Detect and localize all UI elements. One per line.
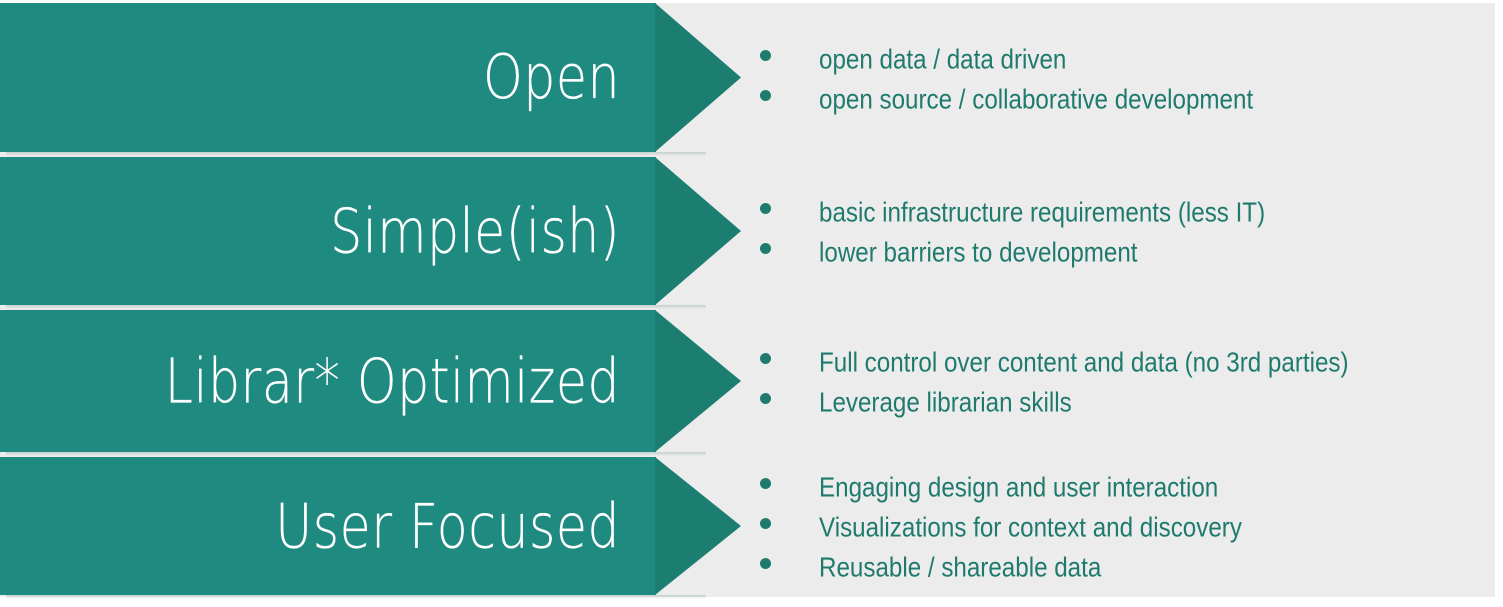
arrow-body xyxy=(0,3,656,152)
bullet-dot-icon xyxy=(760,353,771,364)
list-item: lower barriers to development xyxy=(760,232,1503,272)
list-item: Reusable / shareable data xyxy=(760,547,1503,587)
arrow-row: User Focused Engaging design and user int… xyxy=(0,457,1503,599)
bullet-text: Visualizations for context and discovery xyxy=(819,511,1242,543)
arrow-row: Open open data / data driven open source /… xyxy=(0,3,1503,156)
bullet-text: open data / data driven xyxy=(819,42,1067,75)
list-item: open source / collaborative development xyxy=(760,79,1503,119)
bullet-dot-icon xyxy=(760,478,771,489)
arrow-head-triangle-icon xyxy=(655,3,741,152)
bullet-dot-icon xyxy=(760,393,771,404)
list-item: Full control over content and data (no 3… xyxy=(760,342,1503,382)
list-item: Visualizations for context and discovery xyxy=(760,507,1503,547)
arrow-label: Simple(ish) xyxy=(330,194,620,267)
list-item: Engaging design and user interaction xyxy=(760,467,1503,507)
bullet-list: basic infrastructure requirements (less … xyxy=(760,157,1503,305)
chevron-arrow-shape: Librar* Optimized xyxy=(0,310,741,456)
arrow-body xyxy=(0,457,656,595)
bullet-dot-icon xyxy=(760,203,771,214)
bullet-dot-icon xyxy=(760,558,771,569)
arrow-head-triangle-icon xyxy=(655,310,741,452)
bullet-dot-icon xyxy=(760,518,771,529)
bullet-text: Full control over content and data (no 3… xyxy=(819,346,1349,378)
arrow-head-triangle-icon xyxy=(655,157,741,305)
list-item: open data / data driven xyxy=(760,39,1503,79)
arrow-label: User Focused xyxy=(275,489,620,562)
arrow-drop-shadow xyxy=(6,595,706,599)
bullet-text: Engaging design and user interaction xyxy=(819,471,1219,503)
bullet-dot-icon xyxy=(760,243,771,254)
list-item: basic infrastructure requirements (less … xyxy=(760,192,1503,232)
arrow-row: Librar* Optimized Full control over conte… xyxy=(0,310,1503,456)
arrow-row: Simple(ish) basic infrastructure requirem… xyxy=(0,157,1503,309)
bullet-list: Full control over content and data (no 3… xyxy=(760,310,1503,452)
arrow-drop-shadow xyxy=(6,305,706,309)
arrow-body xyxy=(0,157,656,305)
chevron-arrow-shape: User Focused xyxy=(0,457,741,599)
bullet-text: Reusable / shareable data xyxy=(819,551,1102,583)
list-item: Leverage librarian skills xyxy=(760,382,1503,422)
arrow-label: Open xyxy=(483,41,620,113)
bullet-dot-icon xyxy=(760,49,771,61)
bullet-text: lower barriers to development xyxy=(819,236,1138,268)
arrow-head-triangle-icon xyxy=(655,457,741,595)
chevron-arrow-shape: Simple(ish) xyxy=(0,157,741,309)
arrow-drop-shadow xyxy=(6,452,706,456)
arrow-body xyxy=(0,310,656,452)
arrow-label: Librar* Optimized xyxy=(164,344,620,417)
bullet-text: open source / collaborative development xyxy=(819,82,1254,115)
bullet-text: basic infrastructure requirements (less … xyxy=(819,196,1266,228)
chevron-arrow-shape: Open xyxy=(0,3,741,156)
bullet-list: open data / data driven open source / col… xyxy=(760,3,1503,152)
bullet-dot-icon xyxy=(760,89,771,101)
bullet-text: Leverage librarian skills xyxy=(819,386,1072,418)
arrow-drop-shadow xyxy=(6,152,706,156)
